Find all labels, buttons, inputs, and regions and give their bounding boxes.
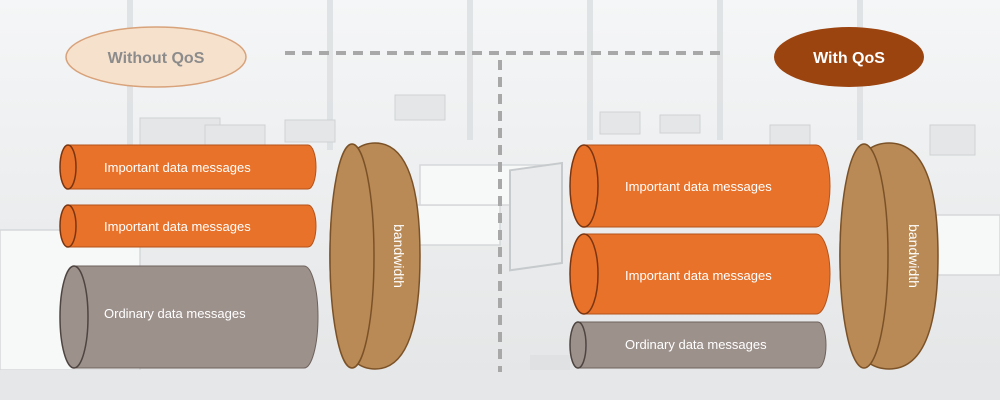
right-important-label-1: Important data messages	[625, 179, 772, 194]
left-ordinary-message: Ordinary data messages	[59, 265, 319, 369]
right-important-message-2: Important data messages	[569, 233, 831, 315]
left-important-label-2: Important data messages	[104, 219, 251, 234]
without-qos-label: Without QoS	[108, 50, 205, 67]
left-bandwidth-cylinder: bandwidth	[329, 142, 421, 370]
right-bandwidth-cylinder: bandwidth	[839, 142, 939, 370]
without-qos-badge: Without QoS	[65, 26, 247, 88]
with-qos-label: With QoS	[813, 50, 885, 67]
left-important-message-1: Important data messages	[59, 144, 317, 190]
right-important-label-2: Important data messages	[625, 268, 772, 283]
left-important-message-2: Important data messages	[59, 204, 317, 248]
left-bandwidth-label: bandwidth	[391, 224, 407, 288]
left-ordinary-label: Ordinary data messages	[104, 306, 246, 321]
right-important-message-1: Important data messages	[569, 144, 831, 228]
left-important-label-1: Important data messages	[104, 160, 251, 175]
right-bandwidth-label: bandwidth	[906, 224, 922, 288]
with-qos-badge: With QoS	[774, 27, 924, 87]
right-ordinary-message: Ordinary data messages	[569, 321, 827, 369]
right-ordinary-label: Ordinary data messages	[625, 337, 767, 352]
